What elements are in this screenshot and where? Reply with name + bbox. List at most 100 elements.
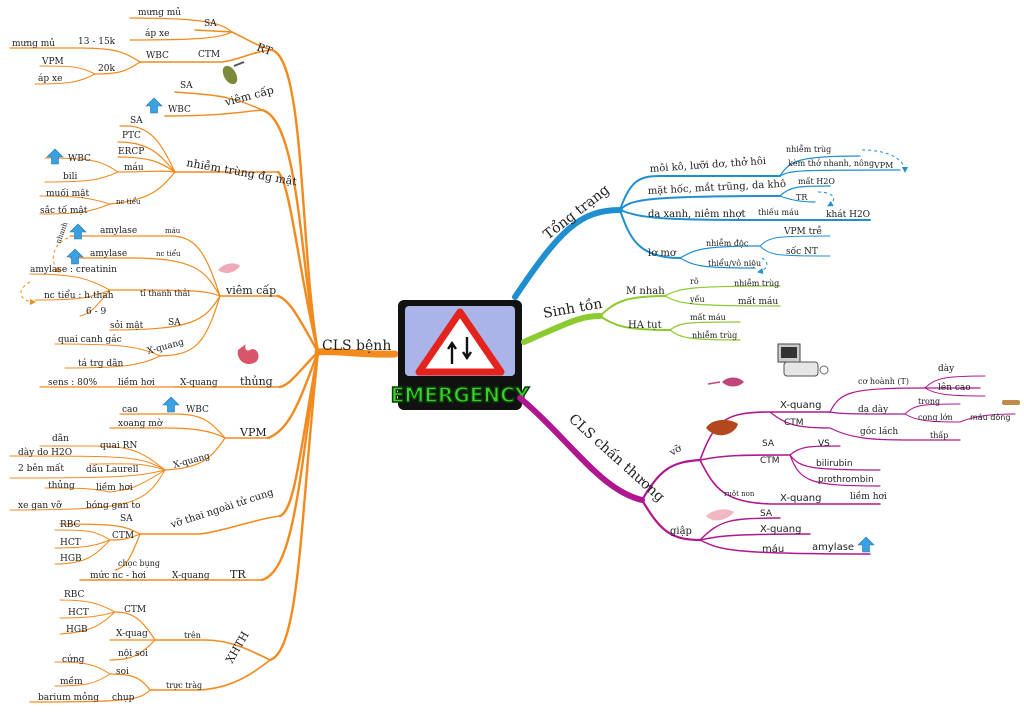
rt-20k: 20k bbox=[98, 64, 115, 74]
st-m-nhah: M nhah bbox=[626, 286, 665, 297]
rt-ap-xe: áp xe bbox=[145, 28, 169, 39]
xhth-rbc: RBC bbox=[64, 590, 85, 600]
st-nhiem-trung-2: nhiễm trùg bbox=[692, 331, 737, 340]
vpm-day-do-h2o: dày do H2O bbox=[18, 447, 72, 458]
tt-da-xanh: da xanh, niêm nhợt bbox=[648, 209, 746, 220]
xhth-x-quag: X-quag bbox=[116, 629, 148, 639]
viem-cap-2-6-9: 6 - 9 bbox=[86, 307, 106, 317]
viem-cap-2-nhanh: nhanh bbox=[54, 221, 69, 245]
thung-sens: sens : 80% bbox=[48, 378, 98, 388]
left-labels: RT SA mưng mủ áp xe CTM WBC 13 - 15k mưn… bbox=[12, 7, 298, 703]
tt-thieu-vo-nieu: thiểu/vô niệu bbox=[708, 259, 761, 268]
ct-thap: thấp bbox=[930, 431, 948, 440]
ct-goc-lach: góc lách bbox=[860, 426, 898, 437]
right-labels: môi kô, lưỡi dơ, thở hôi nhiễm trùg kèm … bbox=[626, 145, 1010, 555]
rt-mung-mu-2: mưng mủ bbox=[12, 38, 55, 49]
xhth-ctm: CTM bbox=[124, 605, 146, 615]
st-mat-mau-2: mất máu bbox=[690, 313, 726, 322]
nhiem-trung-sac-to-mat: sắc tố mật bbox=[40, 204, 88, 216]
xhth-hgb: HGB bbox=[66, 625, 88, 635]
vpm-xoang-mo: xoang mờ bbox=[118, 418, 163, 429]
vo-thai-hgb: HGB bbox=[60, 554, 82, 564]
ct-mau: máu bbox=[762, 543, 784, 555]
ct-ctm-1: CTM bbox=[784, 418, 804, 428]
xhth-mem: mềm bbox=[60, 676, 83, 687]
ct-ctm-2: CTM bbox=[760, 456, 780, 466]
tt-nhiem-trung: nhiễm trùg bbox=[786, 145, 831, 154]
tong-trang-dashed bbox=[757, 149, 908, 274]
xhth-cung: cứng bbox=[62, 654, 85, 665]
viem-cap-2-ta-trg-dan: tá trg dãn bbox=[78, 358, 124, 369]
rt-vpm: VPM bbox=[41, 57, 64, 67]
st-ro: rõ bbox=[690, 277, 699, 286]
tt-tr: TR bbox=[796, 193, 808, 202]
vo-thai-ctm: CTM bbox=[112, 531, 134, 541]
ct-amylase: amylase bbox=[812, 542, 854, 553]
ct-liem-hoi: liềm hơi bbox=[850, 491, 887, 502]
thung-liem-hoi: liềm hơi bbox=[118, 377, 155, 388]
ct-ruot-non: ruột non bbox=[724, 490, 755, 498]
thung-x-quang: X-quang bbox=[180, 378, 218, 388]
left-branches bbox=[9, 17, 399, 703]
ct-x-quang-2: X-quang bbox=[780, 493, 821, 504]
ct-cong-lon: cong lớn bbox=[918, 413, 953, 422]
viem-cap-2-quai-canh-gac: quai canh gác bbox=[58, 334, 122, 345]
thung-label: thủng bbox=[240, 375, 273, 388]
viem-cap-2-nc-tieu-hthah: nc tiểu : h.thah bbox=[44, 289, 114, 301]
cls-chan-thuong-branches bbox=[517, 375, 1016, 555]
tt-mat-h2o: mất H2O bbox=[798, 177, 835, 186]
viem-cap-2-ti-thanh-thai: tỉ thanh thải bbox=[140, 289, 190, 298]
tt-khat-h2o: khát H2O bbox=[826, 209, 870, 220]
tong-trang-branches bbox=[512, 155, 901, 300]
pancreas-icon bbox=[218, 263, 240, 273]
rt-mung-mu: mưng mủ bbox=[138, 7, 181, 18]
ct-mau-dong: máu đông bbox=[970, 412, 1010, 422]
viem-cap-2-mau: máu bbox=[165, 227, 181, 235]
sinh-ton-branches bbox=[521, 285, 781, 345]
vpm-thung: thủng bbox=[48, 480, 75, 491]
center-emergency-sign: EMERGENCY bbox=[390, 300, 531, 410]
vo-thai-sa: SA bbox=[120, 514, 133, 524]
st-nhiem-trung-1: nhiễm trùg bbox=[734, 279, 779, 288]
vpm-x-quang: X-quang bbox=[172, 451, 211, 470]
tt-nhiem-doc: nhiễm độc bbox=[706, 239, 749, 248]
ct-x-quang-3: X-quang bbox=[760, 524, 801, 535]
rt-ap-xe-2: áp xe bbox=[38, 73, 62, 84]
ct-vs: VS bbox=[818, 439, 830, 449]
up-arrow-icon bbox=[145, 97, 163, 114]
vpm-2-ben-mat: 2 bên mất bbox=[18, 463, 64, 474]
ultrasound-machine-icon bbox=[777, 343, 829, 377]
vpm-liem-hoi: liềm hơi bbox=[96, 482, 133, 493]
nhiem-trung-mau: máu bbox=[124, 162, 144, 173]
viem-cap-2-label: viêm cấp bbox=[225, 284, 276, 297]
xhth-chup: chụp bbox=[112, 693, 135, 703]
ct-co-hoanh: cơ hoành (T) bbox=[858, 377, 909, 386]
ct-bilirubin: bilirubin bbox=[816, 459, 853, 469]
branch-cls-benh: CLS bệnh bbox=[322, 338, 391, 354]
tr-muc-nc-hoi: mức nc - hơi bbox=[90, 570, 146, 581]
rt-wbc: WBC bbox=[146, 51, 169, 61]
tt-vpm-tre: VPM trễ bbox=[783, 225, 822, 237]
viem-cap-1-label: viêm cấp bbox=[222, 83, 275, 109]
vpm-bong-gan-to: bóng gan to bbox=[86, 500, 140, 511]
viem-cap-1-sa: SA bbox=[180, 81, 193, 91]
center-title: EMERGENCY bbox=[391, 383, 530, 407]
ct-giap: giập bbox=[670, 526, 692, 537]
tt-mat-hoc: mặt hốc, mắt trũng, da khô bbox=[648, 178, 787, 197]
viem-cap-2-sa: SA bbox=[168, 318, 181, 328]
pancreas-giap-icon bbox=[706, 509, 734, 521]
ct-prothrombin: prothrombin bbox=[818, 475, 874, 485]
stomach-icon bbox=[237, 344, 259, 365]
up-arrow-icon bbox=[857, 536, 875, 553]
tr-label: TR bbox=[230, 568, 246, 581]
ct-vo: vỡ bbox=[667, 443, 684, 459]
ct-sa-2: SA bbox=[760, 509, 773, 519]
up-arrow-icon bbox=[66, 248, 84, 265]
vpm-dau-laurell: dấu Laurell bbox=[86, 464, 139, 475]
viem-cap-2-soi-mat: sỏi mật bbox=[110, 320, 144, 331]
viem-cap-2-amylase-creatinin: amylase : creatinin bbox=[30, 265, 117, 275]
up-arrow-icon bbox=[69, 223, 87, 240]
xhth-label: XHTH bbox=[223, 629, 251, 665]
nhiem-trung-muoi-mat: muối mật bbox=[46, 188, 89, 199]
